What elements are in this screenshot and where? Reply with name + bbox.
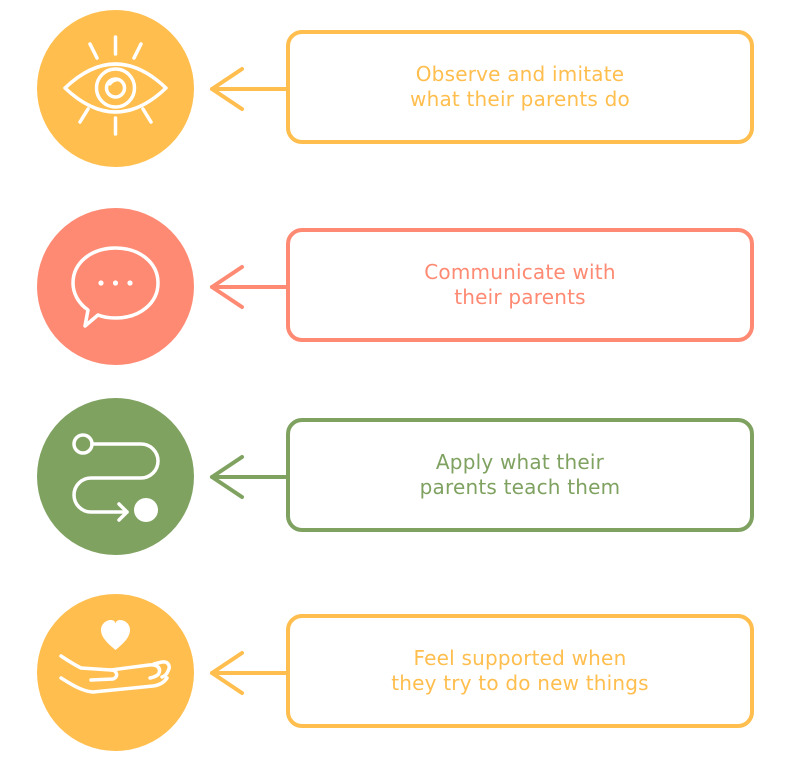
step-box: Feel supported when they try to do new t… bbox=[286, 614, 754, 728]
step-feel-supported: Feel supported when they try to do new t… bbox=[0, 594, 796, 754]
step-icon-circle bbox=[37, 10, 194, 167]
speech-bubble-icon bbox=[71, 246, 160, 328]
arrow-left-icon bbox=[210, 265, 290, 309]
arrow-left-icon bbox=[210, 455, 290, 499]
arrow-left-icon bbox=[210, 67, 290, 111]
arrow-left-icon bbox=[210, 651, 290, 695]
step-label: Communicate with their parents bbox=[424, 260, 616, 309]
eye-icon bbox=[63, 35, 168, 136]
step-box: Apply what their parents teach them bbox=[286, 418, 754, 532]
step-icon-circle bbox=[37, 594, 194, 751]
step-observe: Observe and imitate what their parents d… bbox=[0, 10, 796, 170]
step-box: Observe and imitate what their parents d… bbox=[286, 30, 754, 144]
step-icon-circle bbox=[37, 208, 194, 365]
step-icon-circle bbox=[37, 398, 194, 555]
step-label: Feel supported when they try to do new t… bbox=[391, 646, 649, 695]
hand-heart-icon bbox=[59, 620, 171, 694]
step-box: Communicate with their parents bbox=[286, 228, 754, 342]
path-icon bbox=[72, 433, 160, 522]
step-apply: Apply what their parents teach them bbox=[0, 398, 796, 558]
step-communicate: Communicate with their parents bbox=[0, 208, 796, 368]
step-label: Apply what their parents teach them bbox=[419, 450, 621, 499]
step-label: Observe and imitate what their parents d… bbox=[410, 62, 630, 111]
